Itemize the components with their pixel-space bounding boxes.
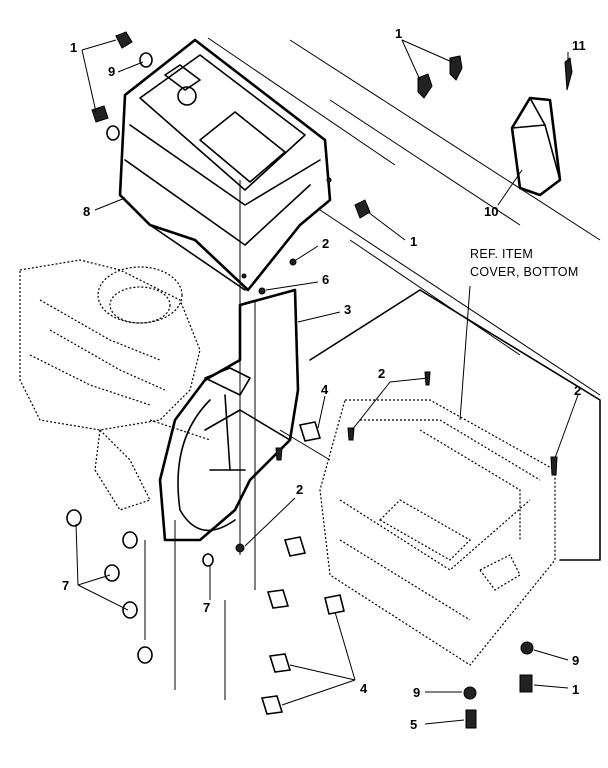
callout-label: 4 — [321, 382, 329, 397]
leader-lines — [75, 39, 579, 725]
callout-label: 1 — [395, 26, 402, 41]
callout-label: 10 — [484, 204, 498, 219]
callout-label: 1 — [70, 40, 77, 55]
callout-label: 2 — [296, 482, 303, 497]
callout-label: 6 — [322, 272, 329, 287]
blower-housing — [158, 288, 300, 542]
callout-label: 3 — [344, 302, 351, 317]
callout-label: 7 — [62, 578, 69, 593]
reference-note-line2: COVER, BOTTOM — [470, 265, 579, 279]
callout-label: 2 — [322, 236, 329, 251]
cover-block — [510, 96, 562, 197]
callout-label: 8 — [83, 204, 90, 219]
callout-labels: 1 9 8 1 11 10 1 2 6 3 2 4 2 2 7 7 4 9 1 … — [62, 26, 586, 732]
alignment-lines — [144, 37, 601, 700]
callout-label: 2 — [378, 366, 385, 381]
top-hardware — [91, 31, 573, 219]
callout-label: 1 — [410, 234, 417, 249]
top-shroud — [118, 38, 332, 292]
callout-label: 9 — [572, 653, 579, 668]
callout-label: 1 — [572, 682, 579, 697]
callout-label: 4 — [360, 681, 368, 696]
callout-label: 5 — [410, 717, 417, 732]
engine-outline — [19, 259, 211, 511]
small-hardware — [66, 258, 558, 729]
reference-note-line1: REF. ITEM — [470, 247, 533, 261]
callout-label: 11 — [572, 38, 586, 53]
bottom-cover-outline — [309, 289, 601, 666]
callout-label: 2 — [574, 383, 581, 398]
callout-label: 9 — [108, 64, 115, 79]
callout-label: 9 — [413, 685, 420, 700]
callout-label: 7 — [203, 600, 210, 615]
